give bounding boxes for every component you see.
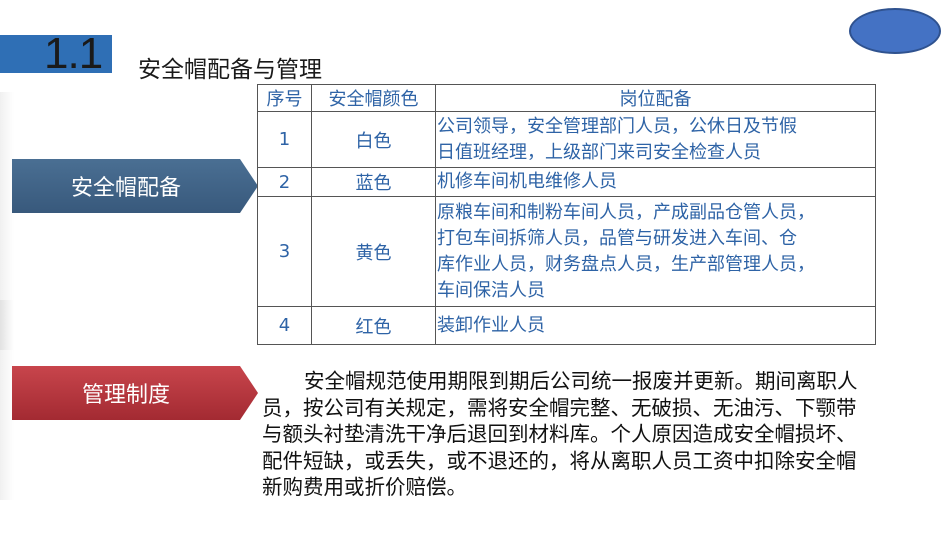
position-line: 原粮车间和制粉车间人员，产成副品仓管人员， — [437, 201, 815, 223]
row-no: 4 — [257, 306, 312, 345]
position-line: 打包车间拆筛人员，品管与研发进入车间、仓 — [437, 227, 797, 249]
position-line: 公司领导，安全管理部门人员，公休日及节假 — [437, 115, 797, 137]
row-color: 蓝色 — [311, 167, 436, 197]
row-color: 红色 — [311, 306, 436, 345]
table-row: 3 黄色 原粮车间和制粉车间人员，产成副品仓管人员， 打包车间拆筛人员，品管与研… — [257, 196, 876, 307]
policy-paragraph: 安全帽规范使用期限到期后公司统一报废并更新。期间离职人员，按公司有关规定，需将安… — [262, 369, 858, 499]
row-color: 黄色 — [311, 196, 436, 307]
row-positions: 装卸作业人员 — [435, 306, 876, 345]
table-row: 1 白色 公司领导，安全管理部门人员，公休日及节假 日值班经理，上级部门来司安全… — [257, 111, 876, 168]
decorative-circle — [849, 8, 941, 54]
row-no: 3 — [257, 196, 312, 307]
row-positions: 机修车间机电维修人员 — [435, 167, 876, 197]
position-line: 日值班经理，上级部门来司安全检查人员 — [437, 141, 761, 163]
management-tag: 管理制度 — [12, 366, 258, 420]
title-accent-bar — [0, 35, 112, 73]
row-positions: 公司领导，安全管理部门人员，公休日及节假 日值班经理，上级部门来司安全检查人员 — [435, 111, 876, 168]
position-line: 机修车间机电维修人员 — [437, 171, 617, 192]
side-shadow — [0, 92, 14, 350]
header-no: 序号 — [257, 84, 312, 112]
helmet-table: 序号 安全帽颜色 岗位配备 1 白色 公司领导，安全管理部门人员，公休日及节假 … — [257, 84, 876, 345]
row-color: 白色 — [311, 111, 436, 168]
row-no: 1 — [257, 111, 312, 168]
equipment-tag-label: 安全帽配备 — [70, 176, 181, 201]
management-tag-label: 管理制度 — [81, 383, 170, 408]
equipment-tag: 安全帽配备 — [12, 159, 258, 213]
row-no: 2 — [257, 167, 312, 197]
section-title: 安全帽配备与管理 — [138, 57, 322, 83]
table-row: 4 红色 装卸作业人员 — [257, 306, 876, 345]
position-line: 装卸作业人员 — [437, 314, 545, 336]
header-positions: 岗位配备 — [435, 84, 876, 112]
position-line: 库作业人员，财务盘点人员，生产部管理人员， — [437, 253, 815, 275]
side-shadow — [0, 300, 14, 500]
section-number: 1.1 — [44, 29, 103, 78]
table-header-row: 序号 安全帽颜色 岗位配备 — [257, 84, 876, 112]
header-color: 安全帽颜色 — [311, 84, 436, 112]
table-row: 2 蓝色 机修车间机电维修人员 — [257, 167, 876, 197]
position-line: 车间保洁人员 — [437, 279, 545, 301]
row-positions: 原粮车间和制粉车间人员，产成副品仓管人员， 打包车间拆筛人员，品管与研发进入车间… — [435, 196, 876, 307]
